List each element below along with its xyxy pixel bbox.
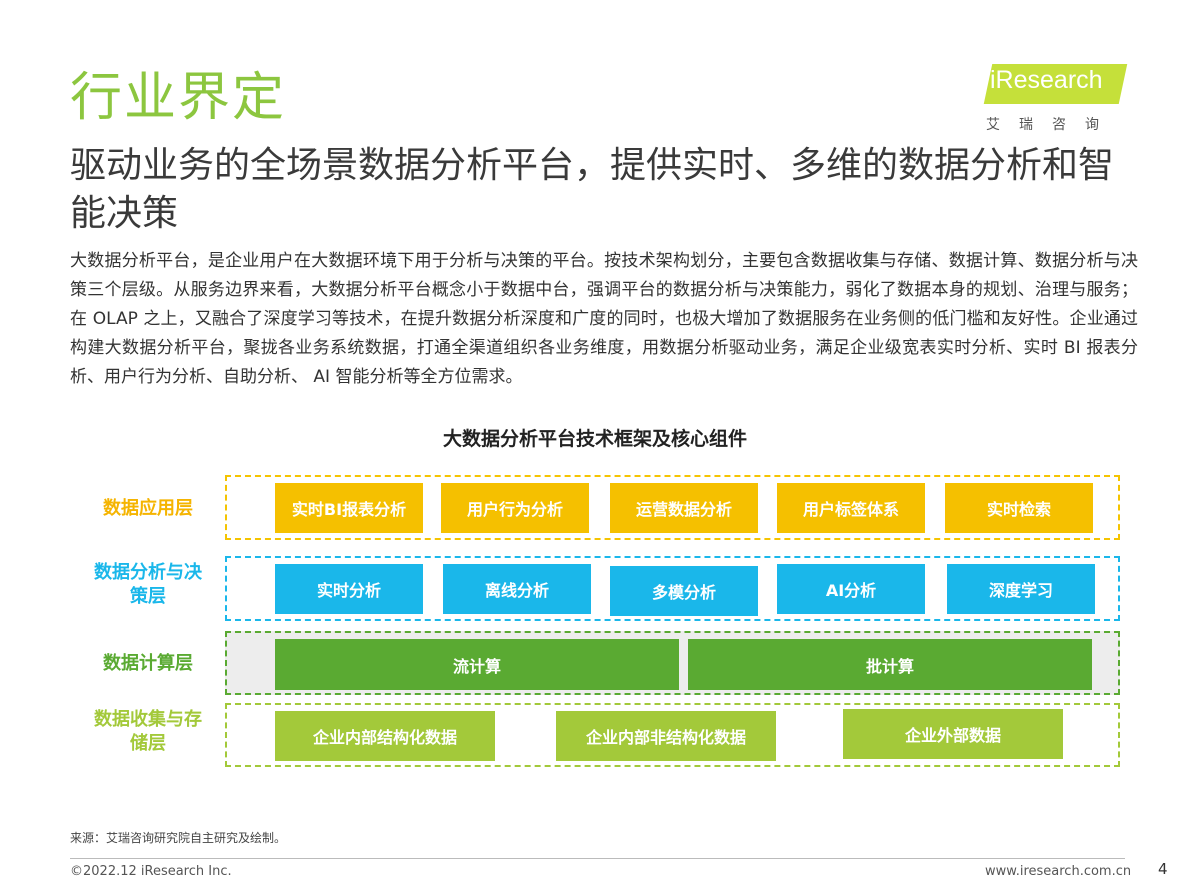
component-external-data: 企业外部数据: [843, 709, 1063, 759]
page-number: 4: [1158, 860, 1168, 878]
component-batch-compute: 批计算: [688, 639, 1092, 690]
section-title: 行业界定: [70, 68, 287, 128]
layer-label-analysis: 数据分析与决策层: [94, 562, 202, 607]
logo-cn-text: 艾瑞咨询: [986, 117, 1118, 133]
website-link[interactable]: www.iresearch.com.cn: [985, 864, 1132, 879]
component-stream-compute: 流计算: [275, 639, 679, 690]
component-realtime-search: 实时检索: [945, 483, 1093, 533]
component-deep-learning: 深度学习: [947, 564, 1095, 614]
component-ai-analysis: AI分析: [777, 564, 925, 614]
component-offline-analysis: 离线分析: [443, 564, 591, 614]
iresearch-logo: iResearch 艾瑞咨询: [980, 62, 1130, 134]
footer-divider: [70, 858, 1125, 859]
layer-storage: [225, 703, 1120, 767]
source-note: 来源：艾瑞咨询研究院自主研究及绘制。: [70, 831, 287, 845]
component-user-tag: 用户标签体系: [777, 483, 925, 533]
layer-label-storage: 数据收集与存储层: [94, 709, 202, 754]
component-internal-unstructured: 企业内部非结构化数据: [556, 711, 776, 761]
layer-label-application: 数据应用层: [103, 498, 193, 519]
component-user-behavior: 用户行为分析: [441, 483, 589, 533]
copyright: ©2022.12 iResearch Inc.: [70, 864, 232, 879]
logo-text: iResearch: [990, 66, 1103, 94]
layer-analysis: [225, 556, 1120, 621]
component-realtime-bi: 实时BI报表分析: [275, 483, 423, 533]
component-operation-data: 运营数据分析: [610, 483, 758, 533]
body-paragraph: 大数据分析平台，是企业用户在大数据环境下用于分析与决策的平台。按技术架构划分，主…: [70, 251, 1138, 387]
headline: 驱动业务的全场景数据分析平台，提供实时、多维的数据分析和智能决策: [70, 145, 1115, 234]
component-multimodal-analysis: 多模分析: [610, 566, 758, 616]
component-internal-structured: 企业内部结构化数据: [275, 711, 495, 761]
layer-label-compute: 数据计算层: [103, 653, 193, 674]
layer-application: [225, 475, 1120, 540]
component-realtime-analysis: 实时分析: [275, 564, 423, 614]
diagram-title: 大数据分析平台技术框架及核心组件: [442, 428, 747, 450]
